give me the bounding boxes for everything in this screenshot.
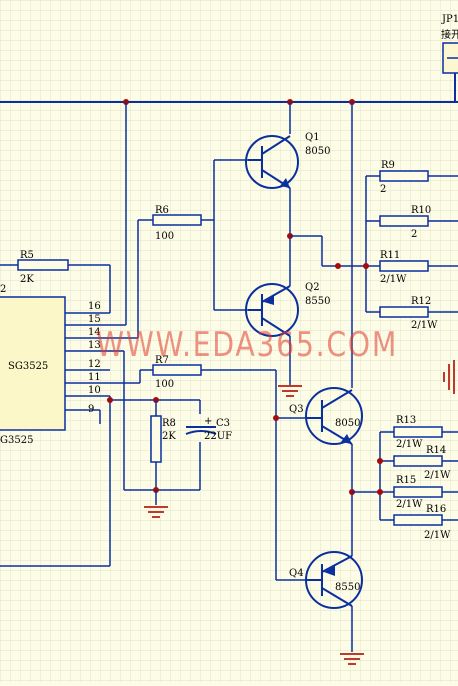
- resistor-ref: R15: [396, 475, 416, 486]
- transistor-q2[interactable]: Q2 8550: [245, 282, 330, 337]
- transistor-ref: Q2: [305, 282, 320, 293]
- resistor-value: 2/1W: [424, 530, 451, 541]
- resistor-value: 2/1W: [411, 320, 438, 331]
- resistor-ref: R11: [380, 250, 400, 261]
- lower-bank-wiring: [377, 431, 458, 521]
- resistor-ref: R12: [411, 296, 431, 307]
- capacitor-c3[interactable]: + C3 22UF: [185, 416, 232, 442]
- resistor-ref: R5: [20, 250, 34, 261]
- transistor-value: 8050: [335, 418, 360, 429]
- resistor-ref: R14: [426, 445, 446, 456]
- pin-number: 12: [88, 359, 101, 370]
- upper-pair-wiring: [201, 102, 380, 383]
- resistor-ref: R7: [155, 355, 169, 366]
- resistor-r9[interactable]: R9 2: [379, 160, 429, 195]
- ground-symbol: [278, 383, 302, 397]
- ground-symbol: [144, 506, 168, 518]
- pin-number: 11: [88, 372, 101, 383]
- transistor-ref: Q1: [305, 132, 320, 143]
- resistor-ref: R10: [411, 205, 431, 216]
- partial-ground-symbol: [443, 360, 455, 394]
- transistor-q1[interactable]: Q1 8050: [245, 132, 330, 189]
- pin-number: 15: [88, 314, 101, 325]
- connector-ref: JP1: [441, 14, 458, 25]
- pin-number: 9: [88, 404, 94, 415]
- resistor-ref: R9: [381, 160, 395, 171]
- top-rail: [0, 73, 458, 105]
- resistor-value: 100: [155, 231, 174, 242]
- resistor-r14[interactable]: R14 2/1W: [393, 445, 451, 481]
- ground-symbol: [340, 653, 364, 665]
- resistor-value: 2/1W: [424, 470, 451, 481]
- ic-name: SG3525: [8, 361, 48, 372]
- resistor-value: 2: [380, 184, 386, 195]
- pin-number: 16: [88, 301, 101, 312]
- resistor-r11[interactable]: R11 2/1W: [379, 250, 429, 285]
- capacitor-ref: C3: [216, 418, 230, 429]
- transistor-value: 8550: [335, 582, 360, 593]
- capacitor-value: 22UF: [204, 431, 232, 442]
- resistor-ref: R13: [396, 415, 416, 426]
- lower-pair-wiring: [201, 102, 380, 652]
- transistor-value: 8550: [305, 296, 330, 307]
- transistor-q4[interactable]: Q4 8550: [289, 551, 363, 609]
- resistor-r10[interactable]: R10 2: [379, 205, 431, 240]
- resistor-value: 2K: [162, 431, 176, 442]
- pin-number: 13: [88, 340, 101, 351]
- resistor-r5[interactable]: R5 2K: [17, 250, 69, 285]
- resistor-r15[interactable]: R15 2/1W: [393, 475, 443, 510]
- connector-label: 接开: [441, 28, 458, 41]
- ic-sg3525[interactable]: SG3525 G3525 2 16 15 14 13 12 11 10 9: [0, 284, 110, 446]
- resistor-value: 100: [155, 379, 174, 390]
- ic-wiring: [0, 102, 201, 567]
- resistor-value: 2/1W: [396, 499, 423, 510]
- connector-jp1[interactable]: JP1 接开: [441, 14, 458, 74]
- watermark-text: WWW.EDA365.COM: [96, 325, 398, 365]
- capacitor-polarity: +: [204, 416, 212, 427]
- resistor-value: 2/1W: [380, 274, 407, 285]
- resistor-r16[interactable]: R16 2/1W: [393, 504, 451, 541]
- resistor-r12[interactable]: R12 2/1W: [379, 296, 438, 331]
- ic-ref: G3525: [0, 435, 33, 446]
- resistor-ref: R8: [162, 418, 176, 429]
- resistor-r8[interactable]: R8 2K: [150, 415, 176, 463]
- resistor-value: 2K: [20, 274, 34, 285]
- transistor-value: 8050: [305, 146, 330, 157]
- resistor-r13[interactable]: R13 2/1W: [393, 415, 443, 450]
- resistor-value: 2/1W: [396, 439, 423, 450]
- pin-number: 14: [88, 327, 101, 338]
- upper-bank-wiring: [363, 175, 458, 313]
- resistor-value: 2: [411, 229, 417, 240]
- ic-left-partial-label: 2: [0, 284, 6, 295]
- pin-number: 10: [88, 385, 101, 396]
- transistor-q3[interactable]: Q3 8050: [289, 387, 363, 445]
- transistor-ref: Q4: [289, 568, 304, 579]
- transistor-ref: Q3: [289, 404, 304, 415]
- resistor-ref: R16: [426, 504, 446, 515]
- resistor-ref: R6: [155, 205, 169, 216]
